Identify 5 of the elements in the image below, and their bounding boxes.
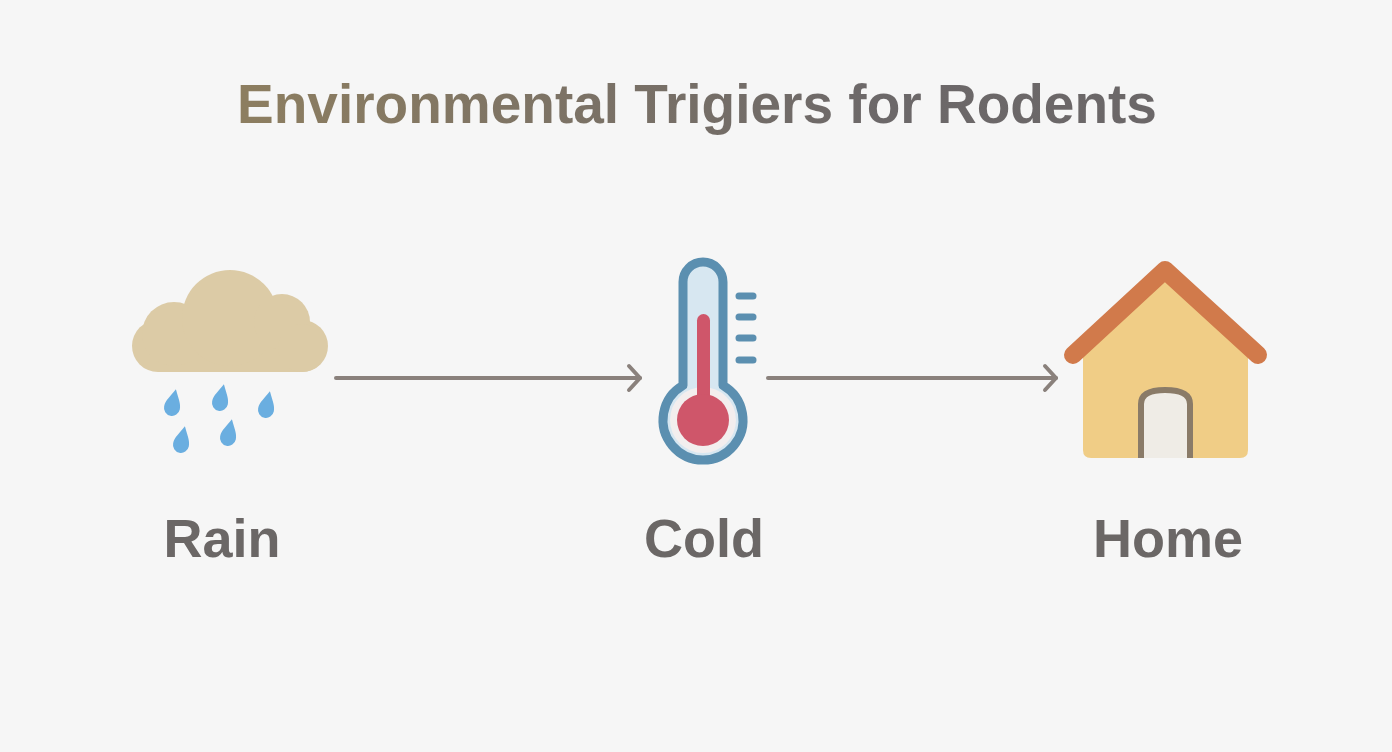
arrow xyxy=(766,364,1058,392)
arrow xyxy=(334,364,642,392)
node-label: Home xyxy=(1093,507,1243,569)
node-label: Cold xyxy=(644,507,764,569)
node-label: Rain xyxy=(163,507,281,569)
